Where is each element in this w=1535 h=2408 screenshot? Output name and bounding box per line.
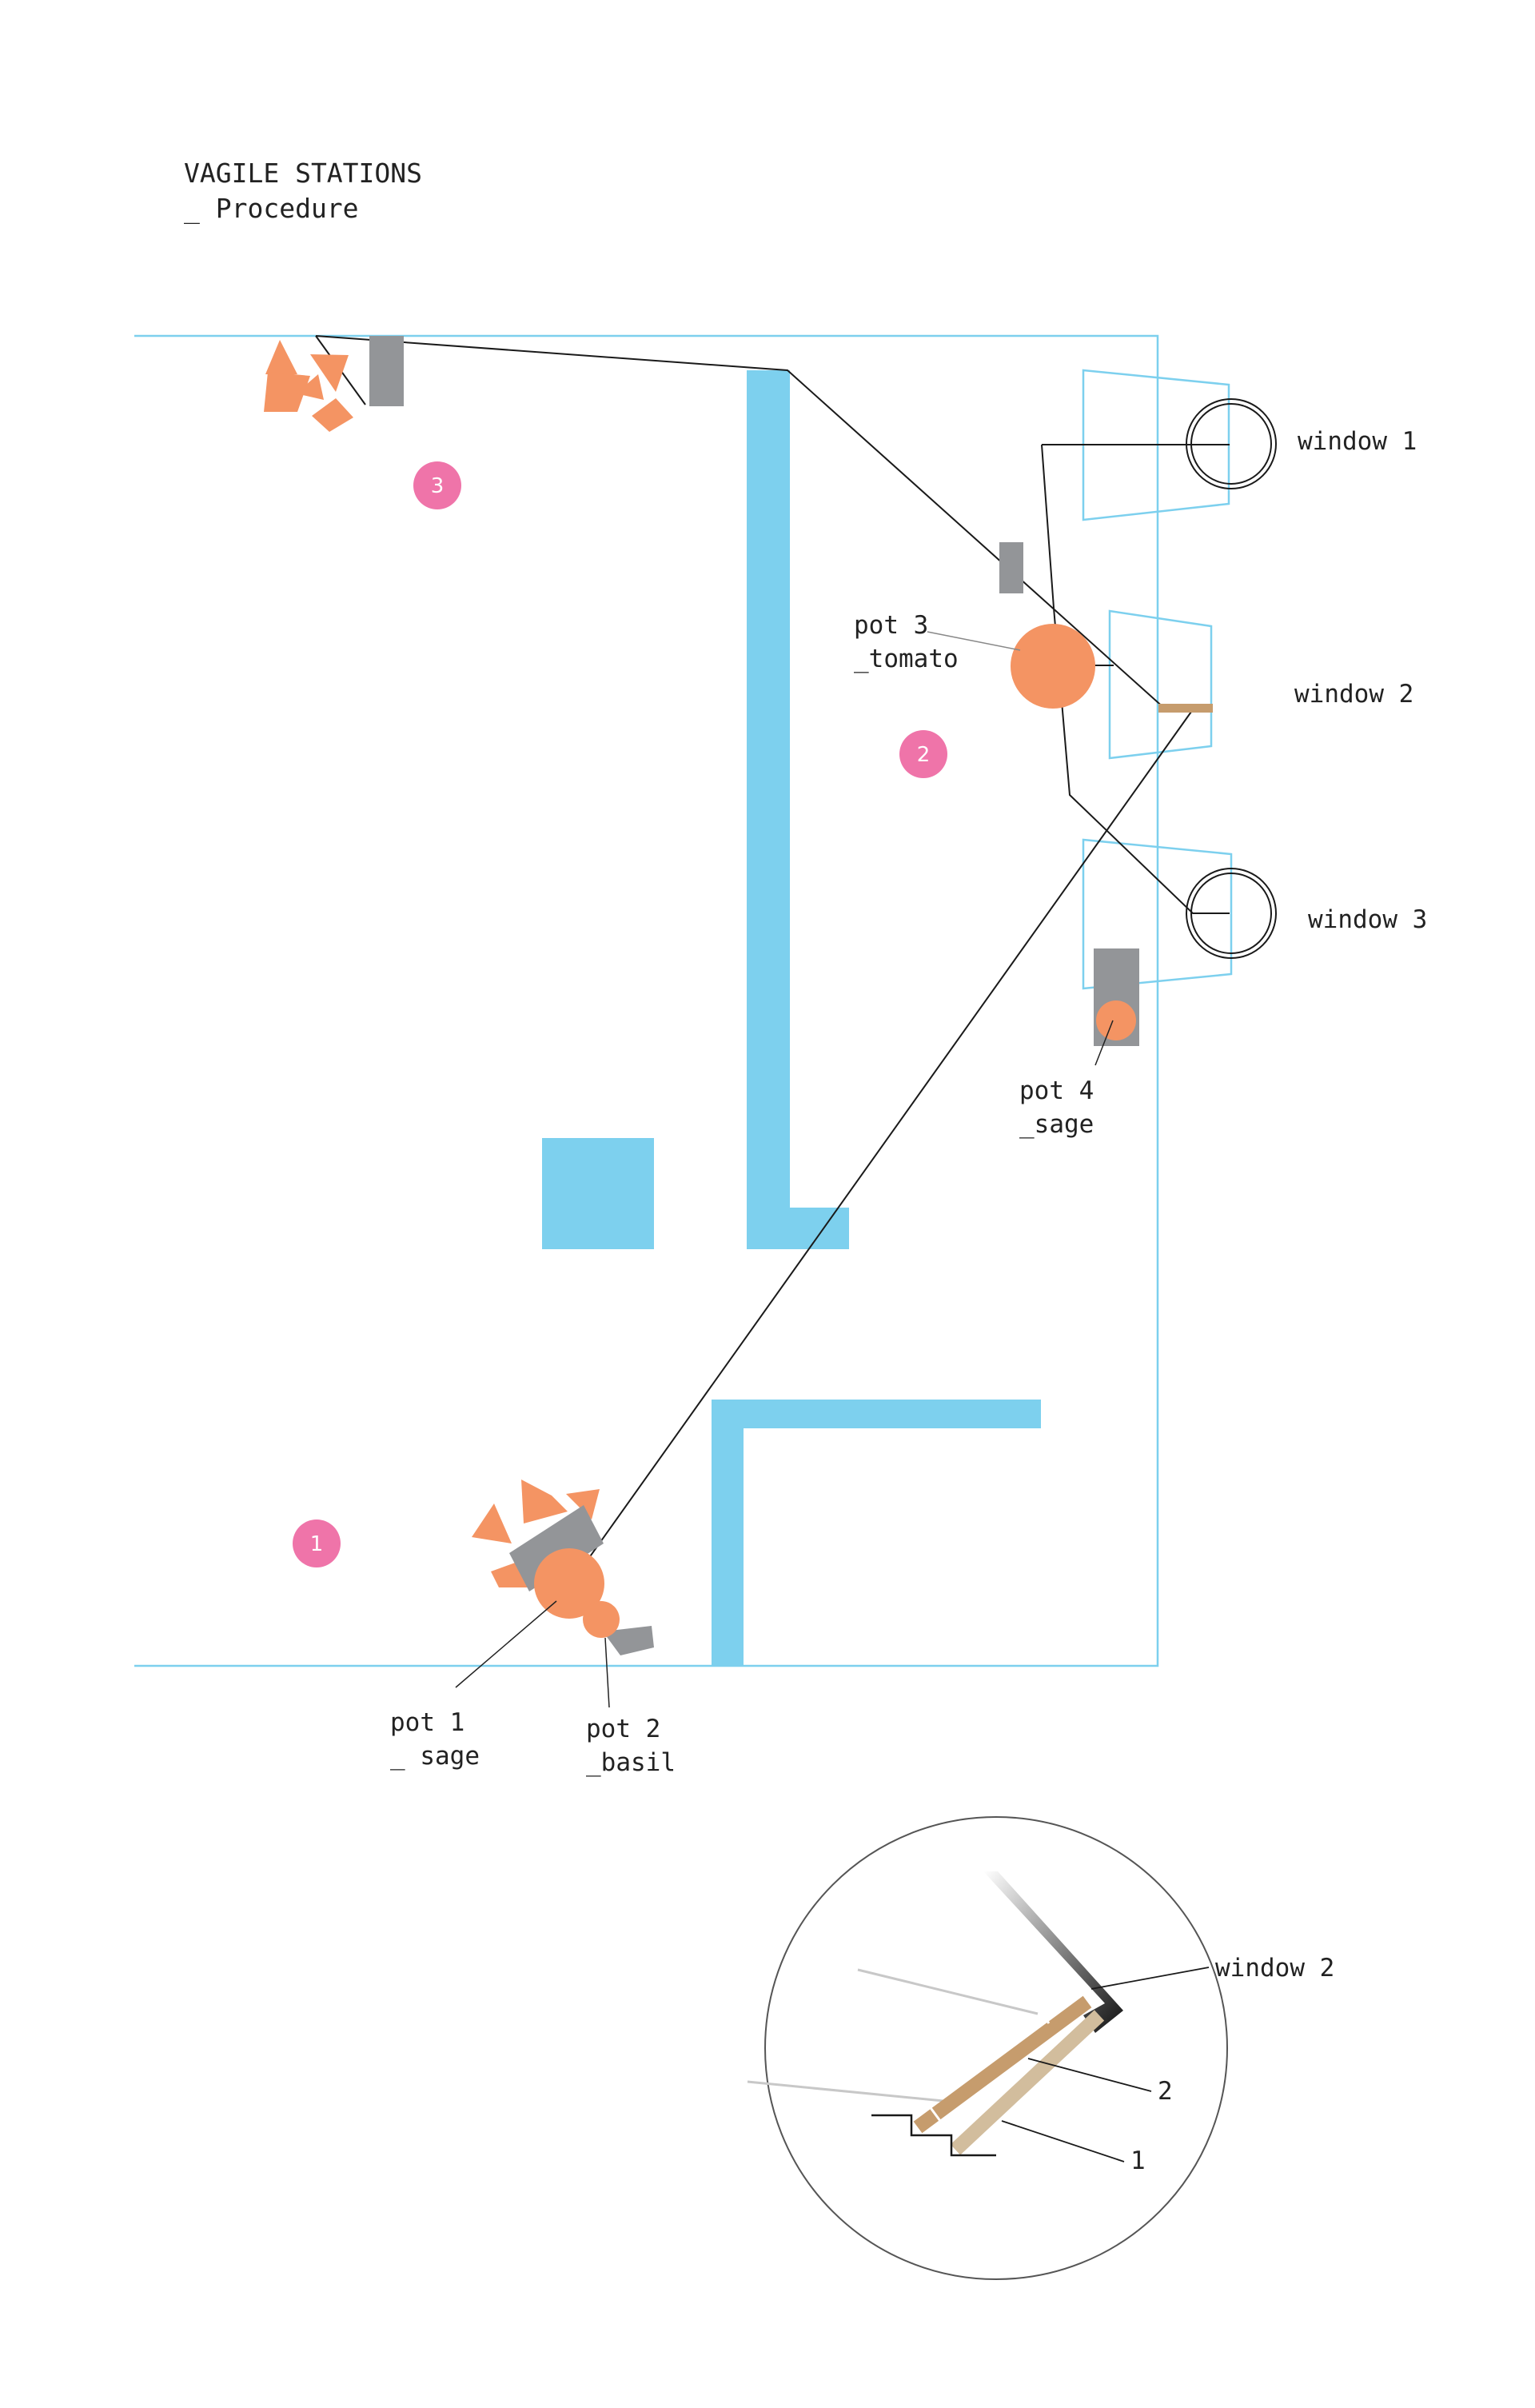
pot-1-label-line2: _ sage (390, 1742, 480, 1771)
station-badge-2: 2 (899, 730, 947, 778)
pot-4-label-line2: _sage (1019, 1110, 1094, 1139)
window-2-detail: window 2 2 1 (747, 1816, 1334, 2280)
window-3-line (1041, 444, 1230, 914)
wall-vertical (747, 370, 790, 1249)
pot-2-label-line1: pot 2 (586, 1715, 660, 1743)
station-3-cluster (264, 340, 353, 432)
pot-2 (583, 1601, 620, 1638)
pot-4-leader (1094, 1020, 1114, 1066)
wall-foot (747, 1208, 849, 1249)
svg-text:3: 3 (431, 474, 445, 498)
wall-lower (712, 1400, 744, 1666)
sash-1 (950, 2010, 1105, 2155)
window-1-label: window 1 (1298, 427, 1417, 456)
window-2-hinge (1158, 704, 1213, 713)
detail-window-label: window 2 (1215, 1954, 1334, 1983)
station-badge-3: 3 (413, 461, 461, 509)
pot-3-label-line1: pot 3 (854, 611, 928, 640)
pot-3-leader (927, 631, 1021, 651)
pot-3 (1011, 624, 1095, 709)
detail-part-1-label: 1 (1130, 2146, 1146, 2175)
svg-text:2: 2 (917, 743, 931, 767)
diagram-subtitle: _ Procedure (184, 193, 359, 225)
detail-circle (764, 1816, 1228, 2280)
svg-text:1: 1 (310, 1532, 324, 1556)
station-badge-1: 1 (293, 1519, 341, 1567)
pot-3-label-line2: _tomato (854, 645, 959, 673)
pot-1 (534, 1548, 604, 1619)
pot-2-leader (604, 1637, 610, 1708)
block-upper-right (999, 542, 1023, 593)
pot-1-leader (455, 1600, 557, 1688)
sash-2 (913, 1995, 1092, 2134)
window-3-label: window 3 (1308, 905, 1427, 934)
window-2-frame (1108, 609, 1213, 760)
wall-horizontal (712, 1400, 1041, 1428)
station-1-cluster (472, 1480, 654, 1655)
window-sill (871, 2114, 996, 2157)
room-outline (134, 334, 1159, 1667)
window-1-frame (1082, 369, 1230, 521)
column (542, 1138, 654, 1249)
window-3-frame (1082, 838, 1233, 990)
window-1-icon (1186, 398, 1277, 489)
detail-part-2-label: 2 (1158, 2077, 1173, 2106)
pot-4-label-line1: pot 4 (1019, 1076, 1094, 1105)
window-2-label: window 2 (1294, 680, 1413, 709)
pot-4 (1096, 1000, 1136, 1040)
window-3-icon (1186, 868, 1277, 959)
connection-line-diagonal (570, 711, 1192, 1584)
window-frame-gradient (983, 1871, 1123, 2033)
block-top-left (369, 336, 404, 406)
pot-2-label-line2: _basil (586, 1748, 676, 1777)
diagram-title: VAGILE STATIONS (184, 158, 422, 189)
pot-1-label-line1: pot 1 (390, 1708, 464, 1737)
connection-line-top (315, 335, 1166, 710)
